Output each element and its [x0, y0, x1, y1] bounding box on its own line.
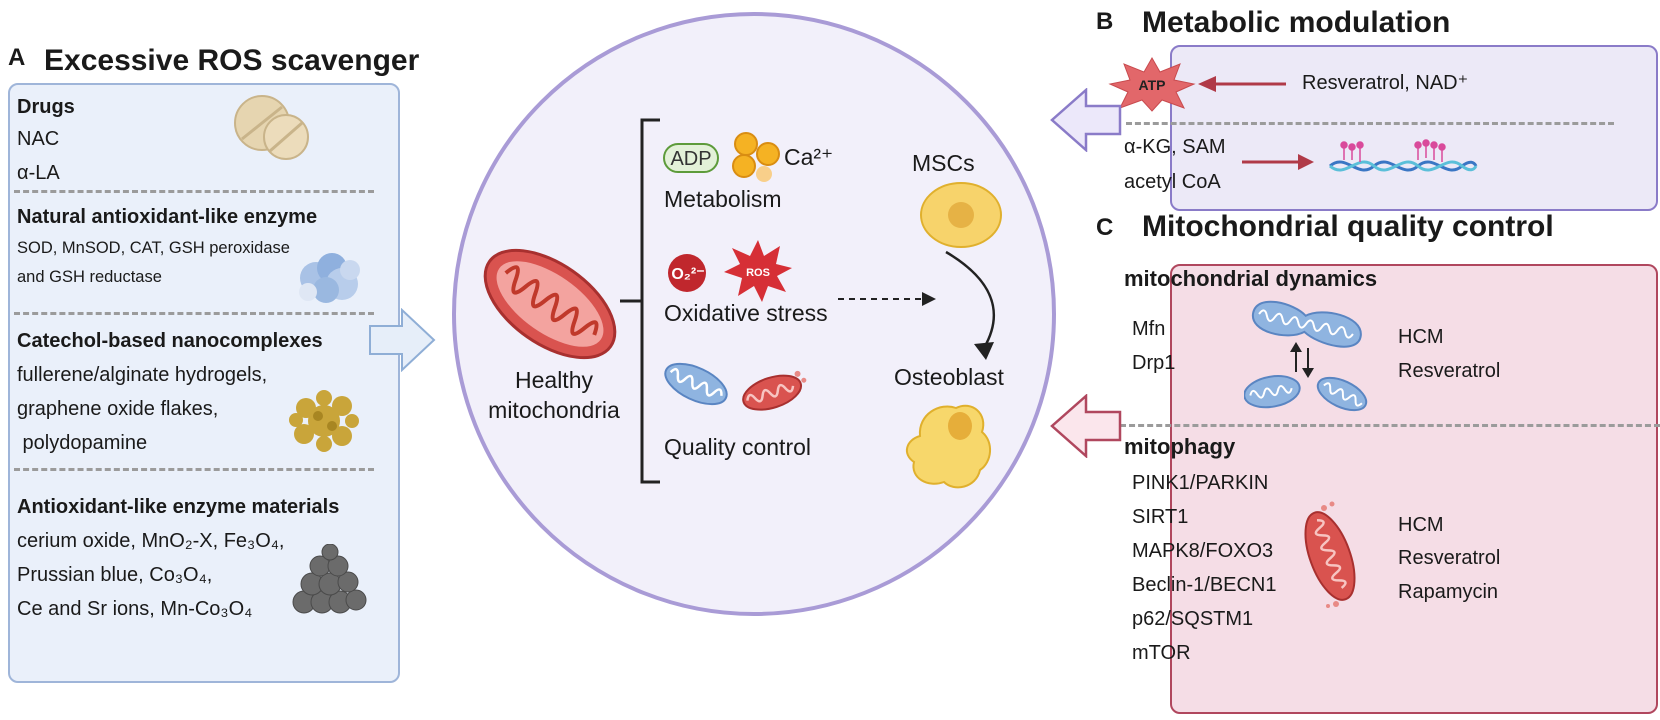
panel-c-letter: C [1096, 214, 1114, 241]
material-item: Ce and Sr ions, Mn-Co₃O₄ [17, 598, 253, 620]
mito-label-2: mitochondria [488, 397, 620, 423]
center-circle [452, 12, 1056, 616]
dynamics-title: mitochondrial dynamics [1124, 266, 1378, 291]
atp-label: ATP [1139, 77, 1166, 93]
calcium-icon [732, 132, 780, 182]
drug-item: α-LA [17, 162, 60, 184]
osteoblast-label: Osteoblast [894, 364, 1004, 390]
dna-methylation-icon [1329, 139, 1478, 172]
enzyme-item: and GSH reductase [17, 268, 162, 286]
atp-burst-icon: ATP [1108, 56, 1196, 112]
adp-badge: ADP [663, 143, 719, 173]
resveratrol-nad-label: Resveratrol, NAD⁺ [1302, 72, 1469, 94]
catechol-title: Catechol-based nanocomplexes [17, 330, 323, 352]
arrow-to-dna-icon [1242, 154, 1314, 170]
nanocomplex-icon [289, 390, 359, 452]
dynamics-drug: HCM [1398, 326, 1444, 348]
mitophagy-gene: PINK1/PARKIN [1132, 472, 1269, 494]
b-divider [1126, 122, 1614, 125]
drug-item: NAC [17, 128, 60, 150]
section-divider [14, 190, 374, 193]
section-divider [14, 312, 374, 315]
mito-label-1: Healthy [515, 367, 593, 393]
akg-sam-label: α-KG, SAM [1124, 136, 1226, 158]
catechol-item: polydopamine [17, 432, 148, 454]
enzyme-protein-icon [299, 253, 360, 303]
dynamics-gene: Drp1 [1132, 352, 1176, 374]
nanoparticle-stack-icon [292, 544, 367, 614]
quality-control-label: Quality control [664, 434, 812, 460]
msc-cell-icon [920, 182, 1002, 248]
panel-a-letter: A [8, 44, 26, 71]
arrow-to-atp-icon [1198, 76, 1286, 92]
panel-c-box [1170, 264, 1658, 714]
metabolism-label: Metabolism [664, 186, 782, 212]
mitophagy-gene: Beclin-1/BECN1 [1132, 574, 1277, 596]
material-item: Prussian blue, Co₃O₄, [17, 564, 213, 586]
arrow-c-to-center-icon [1050, 394, 1122, 458]
dynamics-gene: Mfn [1132, 318, 1166, 340]
arrow-a-to-center-icon [369, 308, 436, 372]
mscs-label: MSCs [912, 150, 975, 176]
material-item: cerium oxide, MnO₂-X, Fe₃O₄, [17, 530, 285, 552]
calcium-label: Ca²⁺ [784, 144, 834, 170]
panel-b-letter: B [1096, 8, 1114, 35]
ros-burst-icon: ROS [724, 240, 792, 302]
healthy-mitochondria-icon [483, 248, 617, 360]
superoxide-label: O₂²⁻ [671, 266, 704, 283]
enzyme-materials-title: Antioxidant-like enzyme materials [17, 496, 340, 518]
differentiation-arrow-icon [945, 250, 995, 360]
dashed-arrow-icon [838, 292, 936, 306]
bracket [620, 118, 660, 484]
enzyme-item: SOD, MnSOD, CAT, GSH peroxidase [17, 239, 290, 257]
mitophagy-drug: HCM [1398, 514, 1444, 536]
superoxide-icon: O₂²⁻ [668, 254, 706, 292]
section-divider [14, 468, 374, 471]
natural-enzyme-title: Natural antioxidant-like enzyme [17, 206, 318, 228]
damaged-mitochondria-icon [742, 370, 807, 411]
mitophagy-title: mitophagy [1124, 434, 1236, 459]
dynamics-drug: Resveratrol [1398, 360, 1501, 382]
fusion-fission-icon [1244, 300, 1368, 412]
adp-label: ADP [670, 148, 711, 170]
acetyl-coa-label: acetyl CoA [1124, 171, 1221, 193]
mitophagy-mitochondria-icon [1304, 501, 1356, 608]
mitophagy-gene: mTOR [1132, 642, 1191, 664]
panel-b-box [1170, 45, 1658, 211]
mitophagy-drug: Rapamycin [1398, 581, 1499, 603]
mitophagy-drug: Resveratrol [1398, 547, 1501, 569]
arrow-b-to-center-icon [1050, 88, 1122, 152]
c-divider [1120, 424, 1660, 427]
panel-c-title: Mitochondrial quality control [1142, 210, 1554, 243]
oxidative-stress-label: Oxidative stress [664, 300, 828, 326]
pills-icon [234, 95, 309, 160]
mitophagy-gene: SIRT1 [1132, 506, 1189, 528]
osteoblast-cell-icon [905, 404, 991, 489]
catechol-item: graphene oxide flakes, [17, 398, 219, 420]
mitophagy-gene: MAPK8/FOXO3 [1132, 540, 1274, 562]
mitophagy-gene: p62/SQSTM1 [1132, 608, 1254, 630]
ros-label: ROS [746, 267, 770, 279]
drugs-title: Drugs [17, 96, 75, 118]
panel-b-title: Metabolic modulation [1142, 6, 1451, 39]
panel-a-title: Excessive ROS scavenger [44, 44, 420, 77]
dynamic-mitochondria-icon [664, 362, 728, 406]
catechol-item: fullerene/alginate hydrogels, [17, 364, 268, 386]
